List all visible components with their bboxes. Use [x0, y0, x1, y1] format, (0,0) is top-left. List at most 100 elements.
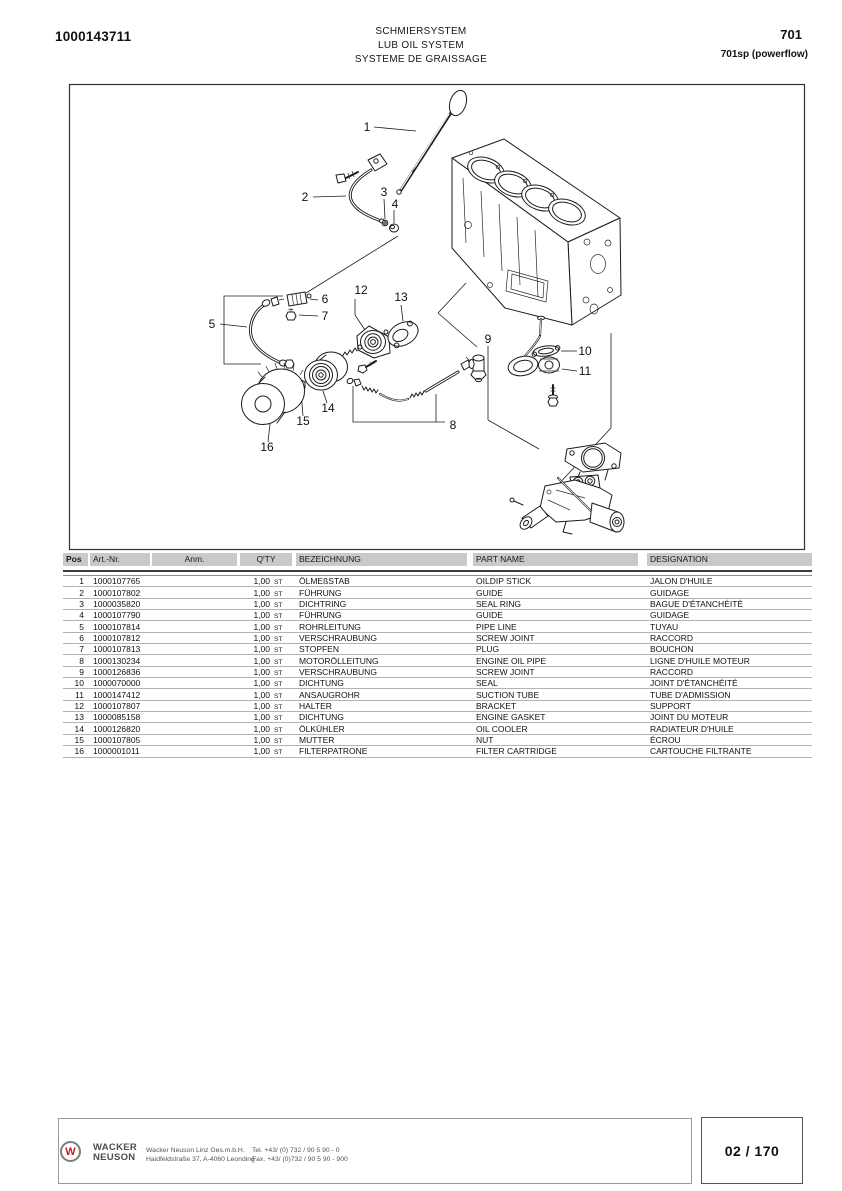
cell-qty: 1,00 ST	[240, 735, 292, 745]
qty-value: 1,00	[253, 666, 270, 677]
cell-part-name: SEAL	[476, 678, 498, 689]
cell-bezeichnung: STOPFEN	[299, 644, 339, 655]
group-number: 701	[780, 27, 802, 42]
qty-value: 1,00	[253, 678, 270, 689]
qty-unit: ST	[274, 635, 283, 643]
guide-tube-part	[335, 153, 388, 224]
callout-12: 12	[354, 283, 368, 297]
filter-cartridge-part	[241, 362, 305, 425]
qty-unit: ST	[274, 624, 283, 632]
cell-part-name: ENGINE OIL PIPE	[476, 655, 547, 666]
cell-qty: 1,00 ST	[240, 667, 292, 677]
qty-unit: ST	[274, 715, 283, 723]
callout-9: 9	[485, 332, 492, 346]
footer-phone: Tel. +43/ (0) 732 / 90 5 90 - 0 Fax. +43…	[252, 1146, 348, 1164]
table-row: 3 1000035820 1,00 ST DICHTRING SEAL RING…	[63, 598, 812, 611]
cell-qty: 1,00 ST	[240, 576, 292, 586]
block-details	[462, 150, 613, 315]
cell-part-name: PLUG	[476, 644, 500, 655]
col-header-bezeichnung: BEZEICHNUNG	[296, 553, 467, 566]
callout-10: 10	[578, 344, 592, 358]
cell-bezeichnung: HALTER	[299, 700, 332, 711]
parts-table: Pos Art.-Nr. Anm. Q'TY BEZEICHNUNG PART …	[63, 553, 812, 758]
document-number: 1000143711	[55, 29, 132, 44]
leader-2	[312, 195, 347, 198]
cell-bezeichnung: VERSCHRAUBUNG	[299, 632, 377, 643]
callout-2: 2	[302, 190, 309, 204]
title-french: SYSTEME DE GRAISSAGE	[354, 54, 488, 65]
cell-bezeichnung: ANSAUGROHR	[299, 689, 360, 700]
cell-pos: 15	[74, 734, 84, 745]
cell-part-name: PIPE LINE	[476, 621, 517, 632]
qty-value: 1,00	[253, 632, 270, 643]
seal-part	[531, 345, 561, 357]
engine-oil-pipe-part	[346, 356, 472, 423]
table-row: 2 1000107802 1,00 ST FÜHRUNG GUIDE GUIDA…	[63, 587, 812, 599]
col-header-art-nr: Art.-Nr.	[90, 553, 150, 566]
col-header-pos: Pos	[63, 553, 88, 566]
leader-5	[219, 323, 248, 328]
cell-art-nr: 1000147412	[93, 689, 141, 700]
cell-art-nr: 1000070000	[93, 678, 141, 689]
table-row: 1 1000107765 1,00 ST ÖLMEßSTAB OILDIP ST…	[63, 576, 812, 588]
cylinder-bores	[467, 156, 586, 226]
cell-part-name: SEAL RING	[476, 598, 522, 609]
cell-bezeichnung: FÜHRUNG	[299, 610, 342, 621]
oil-pump-assembly	[509, 442, 625, 535]
qty-value: 1,00	[253, 644, 270, 655]
qty-unit: ST	[274, 613, 283, 621]
cell-bezeichnung: ROHRLEITUNG	[299, 621, 361, 632]
callout-7: 7	[322, 309, 329, 323]
table-row: 16 1000001011 1,00 ST FILTERPATRONE FILT…	[63, 746, 812, 758]
cell-part-name: BRACKET	[476, 700, 517, 711]
callout-4: 4	[392, 197, 399, 211]
cell-bezeichnung: DICHTUNG	[299, 712, 344, 723]
leader-11	[561, 368, 578, 372]
cell-pos: 9	[79, 666, 84, 677]
col-header-designation: DESIGNATION	[647, 553, 812, 566]
cell-qty: 1,00 ST	[240, 678, 292, 688]
qty-value: 1,00	[253, 576, 270, 587]
qty-value: 1,00	[253, 689, 270, 700]
company-address: Haidfeldstraße 37, A-4060 Leonding	[146, 1156, 255, 1163]
title-english: LUB OIL SYSTEM	[377, 40, 465, 51]
leader-6	[309, 298, 319, 301]
cell-art-nr: 1000107812	[93, 632, 141, 643]
cell-designation: RACCORD	[650, 666, 693, 677]
table-row: 8 1000130234 1,00 ST MOTORÖLLEITUNG ENGI…	[63, 655, 812, 667]
cell-designation: JOINT DU MOTEUR	[650, 712, 729, 723]
table-row: 9 1000126836 1,00 ST VERSCHRAUBUNG SCREW…	[63, 666, 812, 679]
qty-unit: ST	[274, 681, 283, 689]
cell-part-name: FILTER CARTRIDGE	[476, 746, 557, 757]
screw-joint-6-part	[286, 291, 312, 307]
qty-value: 1,00	[253, 723, 270, 734]
qty-unit: ST	[274, 726, 283, 734]
page-number: 02 / 170	[724, 1142, 780, 1159]
leader-1	[373, 126, 417, 132]
cell-designation: BAGUE D'ÉTANCHÉITÉ	[650, 598, 744, 609]
qty-unit: ST	[274, 749, 283, 757]
wacker-neuson-wordmark: WACKER NEUSON	[93, 1143, 137, 1162]
bracket-part	[336, 299, 391, 374]
cell-qty: 1,00 ST	[240, 599, 292, 609]
company-name: Wacker Neuson Linz Ges.m.b.H.	[146, 1147, 245, 1154]
col-header-anm: Anm.	[152, 553, 237, 566]
screw-joint-9-part	[468, 354, 487, 383]
cell-qty: 1,00 ST	[240, 644, 292, 654]
cell-art-nr: 1000107805	[93, 734, 141, 745]
cell-part-name: SUCTION TUBE	[476, 689, 540, 700]
page-title: SCHMIERSYSTEM LUB OIL SYSTEM SYSTEME DE …	[0, 25, 842, 67]
plug-part	[285, 308, 297, 321]
col-header-part-name: PART NAME	[473, 553, 638, 566]
qty-unit: ST	[274, 590, 283, 598]
table-row: 10 1000070000 1,00 ST DICHTUNG SEAL JOIN…	[63, 678, 812, 690]
callout-11: 11	[579, 364, 592, 378]
cell-part-name: OIL COOLER	[476, 723, 528, 734]
cell-pos: 10	[74, 678, 84, 689]
callout-8: 8	[450, 418, 457, 432]
parts-table-header: Pos Art.-Nr. Anm. Q'TY BEZEICHNUNG PART …	[63, 553, 812, 566]
page-number-box: 02 / 170	[701, 1117, 803, 1184]
cell-designation: TUBE D'ADMISSION	[650, 689, 731, 700]
oildip-stick-part	[396, 89, 468, 195]
table-row: 11 1000147412 1,00 ST ANSAUGROHR SUCTION…	[63, 689, 812, 701]
